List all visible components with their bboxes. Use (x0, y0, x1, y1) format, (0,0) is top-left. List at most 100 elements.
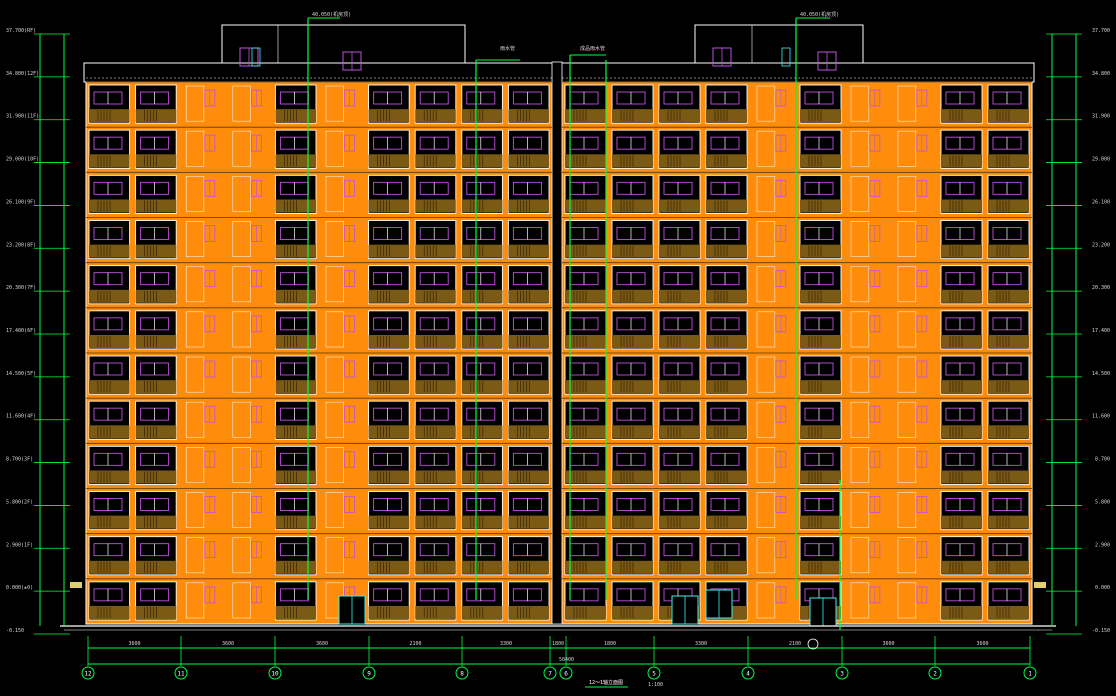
balcony-panel-L-9-1 (135, 515, 177, 529)
balcony-panel-R-3-2 (659, 244, 700, 258)
balcony-panel-L-9-6 (368, 515, 410, 529)
pilaster-R-6-7 (897, 356, 917, 393)
balcony-panel-R-1-9 (988, 154, 1029, 168)
balcony-panel-L-5-4 (275, 335, 316, 348)
drawing-scale: 1:100 (648, 682, 663, 688)
balcony-panel-L-8-8 (461, 470, 503, 484)
bottom-dim-9: 3600 (882, 641, 894, 647)
balcony-panel-R-4-0 (565, 289, 606, 303)
balcony-panel-R-11-0 (565, 606, 606, 619)
balcony-panel-L-7-4 (275, 425, 316, 439)
center-recess (551, 61, 563, 625)
balcony-panel-L-3-7 (415, 244, 456, 258)
balcony-panel-L-1-8 (461, 154, 503, 168)
balcony-panel-L-4-6 (368, 289, 410, 303)
pilaster-L-7-3 (232, 401, 251, 438)
right-level-label-8: 20.300 (1092, 285, 1110, 291)
balcony-panel-R-8-0 (565, 470, 606, 484)
balcony-panel-R-5-3 (706, 335, 747, 348)
axis-label-7: 5 (652, 671, 656, 678)
balcony-panel-L-8-7 (415, 470, 456, 484)
pilaster-L-0-5 (325, 85, 344, 122)
axis-label-8: 4 (746, 671, 750, 678)
balcony-panel-L-8-0 (89, 470, 130, 484)
balcony-panel-L-6-1 (135, 380, 177, 394)
balcony-panel-R-3-8 (941, 244, 982, 258)
balcony-panel-L-6-0 (89, 380, 130, 394)
pilaster-L-6-3 (232, 356, 251, 393)
axis-bubble-4 (455, 666, 469, 680)
pilaster-L-2-2 (185, 176, 205, 212)
balcony-panel-L-3-0 (89, 244, 130, 258)
pilaster-L-9-2 (185, 492, 205, 528)
balcony-panel-L-4-0 (89, 289, 130, 303)
balcony-panel-R-10-2 (659, 560, 700, 574)
balcony-panel-L-1-6 (368, 154, 410, 168)
section-mark (807, 638, 819, 650)
pilaster-L-4-2 (185, 266, 205, 303)
pilaster-L-10-2 (185, 537, 205, 574)
axis-label-3: 9 (367, 671, 371, 678)
balcony-panel-L-9-9 (508, 515, 549, 529)
balcony-panel-L-0-6 (368, 109, 410, 123)
balcony-panel-L-0-8 (461, 109, 503, 123)
balcony-panel-L-2-4 (275, 199, 316, 213)
left-level-label-7: 17.400(6F) (6, 328, 36, 334)
balcony-panel-R-4-9 (988, 289, 1029, 303)
balcony-panel-L-5-0 (89, 335, 130, 348)
pilaster-L-9-3 (232, 492, 251, 528)
pilaster-R-2-4 (756, 176, 776, 212)
pilaster-L-5-2 (185, 311, 205, 348)
balcony-panel-L-8-1 (135, 470, 177, 484)
balcony-panel-L-0-9 (508, 109, 549, 123)
balcony-panel-R-4-8 (941, 289, 982, 303)
balcony-panel-L-1-9 (508, 154, 549, 168)
pilaster-R-9-4 (756, 492, 776, 528)
pilaster-L-2-5 (325, 176, 344, 212)
balcony-panel-R-11-1 (612, 606, 653, 619)
bottom-dim-2: 3600 (316, 641, 328, 647)
pilaster-R-6-6 (850, 356, 870, 393)
balcony-panel-R-2-5 (800, 199, 841, 213)
balcony-panel-R-1-0 (565, 154, 606, 168)
pilaster-R-3-7 (897, 221, 917, 257)
bottom-dim-1: 3600 (222, 641, 234, 647)
pilaster-R-11-7 (897, 582, 917, 619)
pilaster-R-4-4 (756, 266, 776, 303)
balcony-panel-R-8-9 (988, 470, 1029, 484)
pilaster-R-9-7 (897, 492, 917, 528)
balcony-panel-L-2-8 (461, 199, 503, 213)
pilaster-R-0-6 (850, 85, 870, 122)
balcony-panel-R-3-0 (565, 244, 606, 258)
balcony-panel-R-0-2 (659, 109, 700, 123)
balcony-panel-R-0-5 (800, 109, 841, 123)
drawing-title: 12～1轴立面图 (589, 679, 623, 686)
right-level-label-4: 8.700 (1095, 457, 1110, 463)
left-level-label-9: 23.200(8F) (6, 242, 36, 248)
balcony-panel-R-6-3 (706, 380, 747, 394)
balcony-panel-L-3-1 (135, 244, 177, 258)
pilaster-R-3-6 (850, 221, 870, 257)
bottom-dim-6: 1800 (604, 641, 616, 647)
pilaster-R-5-7 (897, 311, 917, 348)
balcony-panel-R-10-0 (565, 560, 606, 574)
balcony-panel-L-7-6 (368, 425, 410, 439)
bottom-dim-10: 3600 (976, 641, 988, 647)
pilaster-L-10-5 (325, 537, 344, 574)
balcony-panel-R-7-8 (941, 425, 982, 439)
pilaster-R-4-6 (850, 266, 870, 303)
axis-label-4: 8 (460, 671, 464, 678)
pilaster-R-9-6 (850, 492, 870, 528)
balcony-panel-R-4-5 (800, 289, 841, 303)
balcony-panel-L-1-7 (415, 154, 456, 168)
canopy-left (70, 582, 82, 588)
axis-bubble-6 (559, 666, 573, 680)
axis-bubble-8 (741, 666, 755, 680)
pilaster-L-8-5 (325, 447, 344, 483)
balcony-panel-R-8-8 (941, 470, 982, 484)
pilaster-L-3-3 (232, 221, 251, 257)
balcony-panel-R-5-8 (941, 335, 982, 348)
pilaster-R-10-7 (897, 537, 917, 574)
balcony-panel-R-0-1 (612, 109, 653, 123)
